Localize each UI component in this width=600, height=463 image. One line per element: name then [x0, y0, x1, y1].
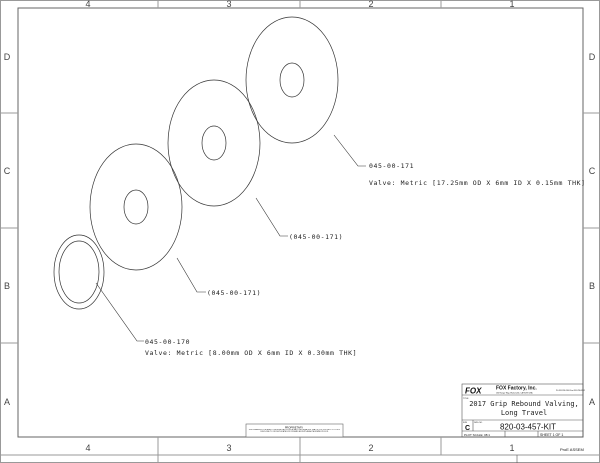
callout-part-number: (045-00-171): [207, 289, 261, 297]
row-label: D: [589, 52, 596, 62]
callout-part-number: 045-00-171: [369, 162, 414, 170]
fox-logo: FOX: [465, 387, 482, 396]
callout-part-number: (045-00-171): [289, 233, 343, 241]
zone-labels: 4 3 2 1 4 3 2 1 D C B A D C B A: [4, 0, 596, 453]
proprietary-notice: PROPRIETARY THIS DRAWING CONTAINS CONFID…: [245, 423, 344, 438]
row-label: A: [4, 397, 10, 407]
col-label: 3: [226, 443, 231, 453]
sheet-size: C: [465, 425, 470, 432]
drawing-border: [17, 7, 584, 438]
washer-large-1: [245, 16, 339, 144]
col-label: 2: [368, 0, 373, 9]
washer-small: [53, 234, 105, 310]
callout-description: Valve: Metric [17.25mm OD X 6mm ID X 0.1…: [369, 179, 586, 187]
col-label: 3: [226, 0, 231, 9]
col-label: 1: [509, 443, 514, 453]
drawing-number: 820-03-457-KIT: [500, 423, 556, 432]
sheet-number: SHEET 1 OF 1: [540, 433, 563, 437]
col-label: 1: [509, 0, 514, 9]
plot-scale: PLOT SCALE: 08:1: [464, 433, 490, 437]
proprietary-text: THIS DRAWING CONTAINS CONFIDENTIAL PROPR…: [248, 429, 341, 433]
leader-lines: [95, 134, 366, 342]
company-name: FOX Factory, Inc.: [496, 386, 537, 392]
washer-large-3: [89, 143, 183, 271]
row-label: A: [589, 397, 595, 407]
row-label: B: [589, 281, 595, 291]
proprietary-heading: PROPRIETARY: [285, 426, 304, 430]
col-label: 4: [85, 0, 90, 9]
row-label: C: [589, 166, 596, 176]
col-label: 4: [85, 443, 90, 453]
row-label: C: [4, 166, 11, 176]
col-label: 2: [368, 443, 373, 453]
callout-description: Valve: Metric [8.00mm OD X 6mm ID X 0.30…: [145, 349, 357, 357]
model-type: ProE ASSEM: [560, 447, 584, 452]
company-address: 130 Hangar Way, Watsonville, CA 95076 US…: [496, 392, 533, 395]
dwg-no-label: DWG. NO.: [474, 422, 483, 424]
callout-part-number: 045-00-170: [145, 338, 190, 346]
drawing-title-line1: 2017 Grip Rebound Valving,: [469, 400, 579, 408]
company-phone: Ph 831-768-1100 Fax 831-768-9312: [556, 390, 585, 392]
washer-large-2: [167, 79, 261, 207]
row-label: B: [4, 281, 10, 291]
title-block: [461, 383, 584, 463]
size-label: SIZE: [463, 422, 468, 424]
drawing-title-line2: Long Travel: [501, 409, 547, 417]
row-label: D: [4, 52, 11, 62]
title-label: TITLE: [463, 398, 469, 400]
